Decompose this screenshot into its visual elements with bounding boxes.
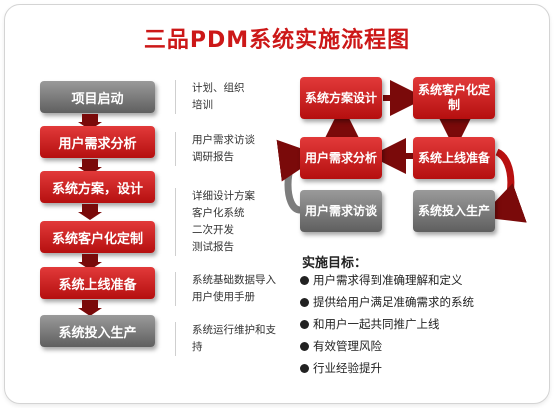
note-line: 调研报告 xyxy=(192,151,234,163)
cycle-system-design: 系统方案设计 xyxy=(300,77,382,119)
note-line: 二次开发 xyxy=(192,224,234,236)
flow-arrow xyxy=(78,254,102,270)
step-production: 系统投入生产 xyxy=(40,315,155,347)
note-line: 计划、组织 xyxy=(192,82,245,94)
goal-text: 提供给用户满足准确需求的系统 xyxy=(313,295,474,309)
cycle-production: 系统投入生产 xyxy=(413,190,495,232)
bullet-icon xyxy=(300,276,309,285)
note-line: 持 xyxy=(192,341,203,353)
step-customization: 系统客户化定制 xyxy=(40,221,155,253)
arrow-interview-to-analysis xyxy=(276,139,321,214)
step-requirement-analysis: 用户需求分析 xyxy=(40,126,155,158)
note-line: 系统基础数据导入 xyxy=(192,274,276,286)
cycle-requirement-analysis: 用户需求分析 xyxy=(300,137,382,179)
goal-text: 行业经验提升 xyxy=(313,361,382,375)
bullet-icon xyxy=(300,298,309,307)
note-line: 系统运行维护和支 xyxy=(192,324,276,336)
bullet-icon xyxy=(300,320,309,329)
page-title: 三品PDM系统实施流程图 xyxy=(143,28,411,53)
note-project-start: 计划、组织 培训 xyxy=(175,80,302,114)
goal-text: 有效管理风险 xyxy=(313,339,382,353)
goal-item: 行业经验提升 xyxy=(300,358,474,378)
arrow-prepare-to-production xyxy=(480,148,527,223)
note-line: 测试报告 xyxy=(192,241,234,253)
goals-list: 用户需求得到准确理解和定义 提供给用户满足准确需求的系统 和用户一起共同推广上线… xyxy=(300,270,474,380)
note-line: 用户需求访谈 xyxy=(192,134,255,146)
cycle-requirement-interview: 用户需求访谈 xyxy=(300,190,382,232)
cycle-launch-prep: 系统上线准备 xyxy=(413,137,495,179)
note-line: 客户化系统 xyxy=(192,207,245,219)
note-launch-prep: 系统基础数据导入 用户使用手册 xyxy=(175,272,302,306)
goal-item: 有效管理风险 xyxy=(300,336,474,356)
step-launch-prep: 系统上线准备 xyxy=(40,267,155,299)
goal-item: 提供给用户满足准确需求的系统 xyxy=(300,292,474,312)
note-requirement-analysis: 用户需求访谈 调研报告 xyxy=(175,132,302,166)
goal-item: 用户需求得到准确理解和定义 xyxy=(300,270,474,290)
flow-arrow xyxy=(78,300,102,316)
bullet-icon xyxy=(300,364,309,373)
flow-arrow xyxy=(78,204,102,220)
note-line: 用户使用手册 xyxy=(192,291,255,303)
cycle-system-customization: 系统客户化定制 xyxy=(413,77,495,119)
goal-item: 和用户一起共同推广上线 xyxy=(300,314,474,334)
note-line: 详细设计方案 xyxy=(192,190,255,202)
step-system-design: 系统方案，设计 xyxy=(40,171,155,203)
goal-text: 和用户一起共同推广上线 xyxy=(313,317,440,331)
goal-text: 用户需求得到准确理解和定义 xyxy=(313,273,463,287)
note-production: 系统运行维护和支 持 xyxy=(175,322,302,356)
note-line: 培训 xyxy=(192,99,213,111)
goals-title: 实施目标： xyxy=(302,256,368,271)
bullet-icon xyxy=(300,342,309,351)
note-design-custom: 详细设计方案 客户化系统 二次开发 测试报告 xyxy=(175,188,302,256)
step-project-start: 项目启动 xyxy=(40,81,155,113)
